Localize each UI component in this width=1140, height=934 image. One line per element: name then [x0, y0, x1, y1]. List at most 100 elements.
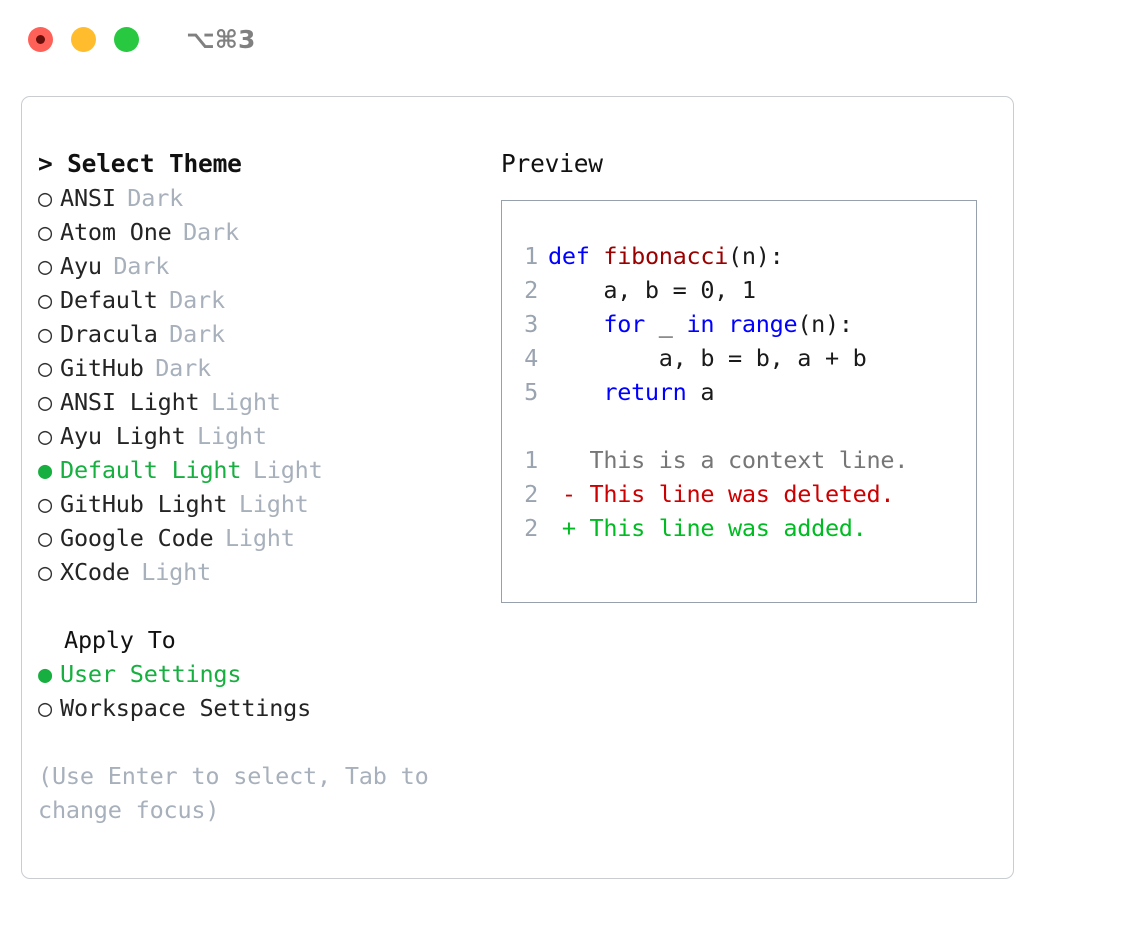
theme-name: Google Code — [60, 524, 214, 552]
code-token: (n): — [797, 310, 853, 338]
radio-unselected-icon[interactable]: ○ — [38, 388, 52, 416]
theme-list-item[interactable]: ○ ANSI Dark — [38, 181, 488, 215]
theme-list-item[interactable]: ○ XCode Light — [38, 555, 488, 589]
hint-spacer — [38, 725, 488, 759]
theme-name: Default Light — [60, 456, 242, 484]
select-theme-header: > Select Theme — [38, 149, 242, 178]
radio-selected-icon[interactable]: ● — [38, 660, 52, 688]
line-number: 1 — [524, 446, 538, 474]
radio-unselected-icon[interactable]: ○ — [38, 490, 52, 518]
minimize-button[interactable] — [71, 26, 96, 52]
radio-unselected-icon[interactable]: ○ — [38, 252, 52, 280]
radio-unselected-icon[interactable]: ○ — [38, 422, 52, 450]
traffic-light-buttons — [28, 26, 139, 52]
code-token: in — [672, 310, 729, 338]
theme-list-item[interactable]: ● Default Light Light — [38, 453, 488, 487]
theme-list-item[interactable]: ○ Ayu Dark — [38, 249, 488, 283]
apply-to-header: Apply To — [64, 626, 176, 654]
apply-to-option[interactable]: ● User Settings — [38, 657, 488, 691]
close-button[interactable] — [28, 26, 53, 52]
theme-list-item[interactable]: ○ GitHub Dark — [38, 351, 488, 385]
code-token: range — [728, 310, 798, 338]
radio-unselected-icon[interactable]: ○ — [38, 218, 52, 246]
theme-list-item[interactable]: ○ GitHub Light Light — [38, 487, 488, 521]
theme-variant-tag: Dark — [169, 286, 225, 314]
line-number: 2 — [524, 276, 538, 304]
code-line: 4 a, b = b, a + b — [514, 341, 908, 375]
theme-variant-tag: Light — [210, 388, 281, 416]
theme-name: XCode — [60, 558, 130, 586]
theme-name: GitHub — [60, 354, 144, 382]
theme-list-item[interactable]: ○ Atom One Dark — [38, 215, 488, 249]
code-line: 5 return a — [514, 375, 908, 409]
theme-name: Dracula — [60, 320, 158, 348]
theme-variant-tag: Light — [141, 558, 211, 586]
list-spacer — [38, 589, 488, 623]
theme-variant-tag: Light — [197, 422, 267, 450]
line-number: 5 — [524, 378, 538, 406]
radio-unselected-icon[interactable]: ○ — [38, 694, 52, 722]
maximize-button[interactable] — [114, 26, 139, 52]
apply-to-option[interactable]: ○ Workspace Settings — [38, 691, 488, 725]
theme-list-item[interactable]: ○ Ayu Light Light — [38, 419, 488, 453]
window-shortcut-title: ⌥⌘3 — [186, 24, 256, 54]
code-token: _ — [658, 310, 673, 338]
theme-name: Default — [60, 286, 158, 314]
theme-variant-tag: Dark — [113, 252, 170, 280]
diff-text: - This line was deleted. — [548, 480, 895, 508]
theme-name: Ayu — [60, 252, 102, 280]
theme-name: ANSI — [60, 184, 116, 212]
theme-name: Atom One — [60, 218, 172, 246]
code-blank-line — [514, 409, 908, 443]
apply-to-label: Workspace Settings — [60, 694, 312, 722]
code-token: a, b = 0, 1 — [548, 276, 756, 304]
theme-name: Ayu Light — [60, 422, 186, 450]
diff-line: 2 + This line was added. — [514, 511, 908, 545]
theme-variant-tag: Dark — [127, 184, 184, 212]
theme-name: GitHub Light — [60, 490, 228, 518]
radio-selected-icon[interactable]: ● — [38, 456, 52, 484]
theme-variant-tag: Light — [238, 490, 309, 518]
code-token: return — [548, 378, 701, 406]
theme-variant-tag: Dark — [155, 354, 211, 382]
radio-unselected-icon[interactable]: ○ — [38, 354, 52, 382]
line-number: 2 — [524, 480, 538, 508]
code-token: a — [700, 378, 715, 406]
code-token: def — [548, 242, 604, 270]
line-number: 3 — [524, 310, 538, 338]
code-line: 3 for _ in range(n): — [514, 307, 908, 341]
radio-unselected-icon[interactable]: ○ — [38, 286, 52, 314]
radio-unselected-icon[interactable]: ○ — [38, 558, 52, 586]
theme-list-item[interactable]: ○ Default Dark — [38, 283, 488, 317]
diff-line: 1 This is a context line. — [514, 443, 908, 477]
radio-unselected-icon[interactable]: ○ — [38, 320, 52, 348]
line-number: 2 — [524, 514, 538, 542]
apply-to-list: ● User Settings ○ Workspace Settings — [38, 657, 488, 725]
line-number: 4 — [524, 344, 538, 372]
keyboard-hint-text: (Use Enter to select, Tab to change focu… — [38, 762, 429, 824]
diff-text: + This line was added. — [548, 514, 867, 542]
theme-variant-tag: Light — [252, 456, 323, 484]
preview-header: Preview — [501, 149, 603, 178]
line-number: 1 — [524, 242, 538, 270]
code-line: 2 a, b = 0, 1 — [514, 273, 908, 307]
diff-text: This is a context line. — [548, 446, 909, 474]
radio-unselected-icon[interactable]: ○ — [38, 184, 52, 212]
diff-line: 2 - This line was deleted. — [514, 477, 908, 511]
theme-variant-tag: Dark — [183, 218, 239, 246]
code-token: fibonacci — [603, 242, 729, 270]
apply-to-label: User Settings — [60, 660, 242, 688]
radio-unselected-icon[interactable]: ○ — [38, 524, 52, 552]
